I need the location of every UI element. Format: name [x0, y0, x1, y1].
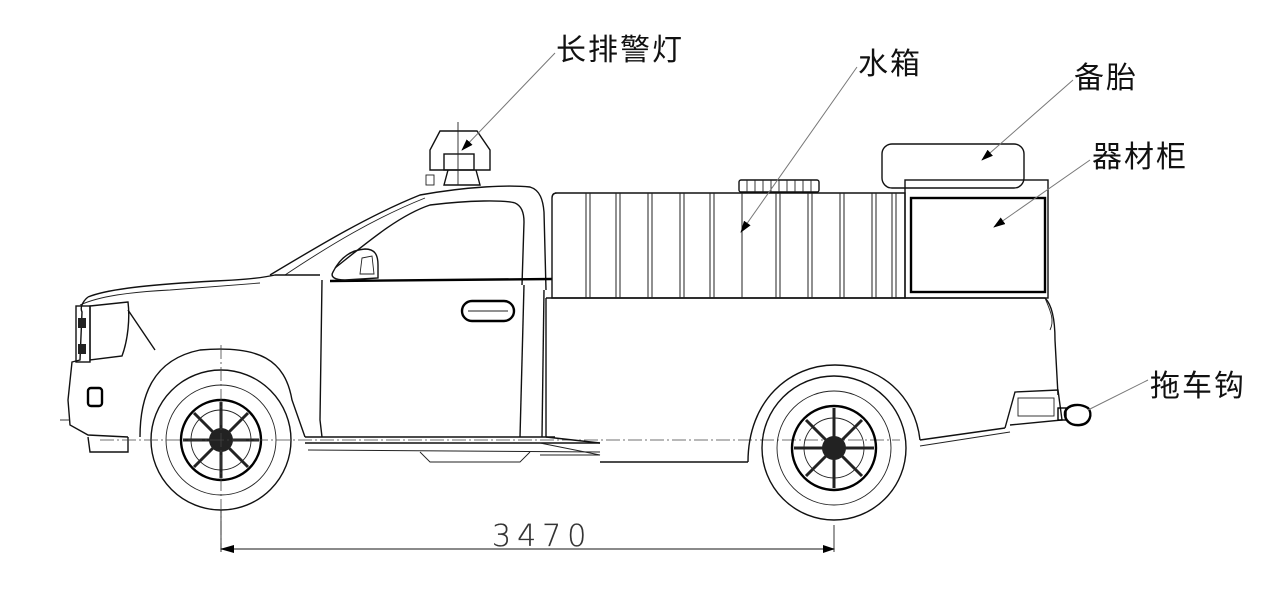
spare-tire — [881, 143, 1025, 189]
water-tank-leader-line — [740, 66, 858, 233]
tow-hook-leader-line — [1087, 379, 1149, 411]
callout-spare-tire-label: 备胎 — [1074, 61, 1138, 96]
underbody — [419, 442, 601, 463]
callout-water-tank-label: 水箱 — [858, 47, 922, 82]
light-bar-leader-line — [461, 52, 556, 151]
front-end — [60, 296, 156, 453]
equipment-cabinet-leader-line — [993, 159, 1091, 228]
cab — [79, 185, 601, 453]
spare-tire-leader-line — [981, 79, 1074, 161]
front-wheel-arch — [139, 348, 306, 438]
rear-wheel — [761, 375, 907, 521]
leader-lines — [461, 52, 1149, 411]
wheelbase-dimension-value: 3470 — [492, 519, 593, 554]
callout-light-bar-label: 长排警灯 — [556, 33, 684, 68]
water-tank — [551, 179, 906, 299]
light-bar — [425, 122, 491, 186]
callout-tow-hook-label: 拖车钩 — [1150, 369, 1246, 404]
callout-equipment-cabinet-label: 器材柜 — [1092, 140, 1188, 175]
tow-hook — [1057, 403, 1092, 427]
equipment-cabinet — [904, 179, 1049, 299]
rear-bed — [545, 297, 1063, 463]
wheelbase-dimension — [220, 510, 835, 553]
